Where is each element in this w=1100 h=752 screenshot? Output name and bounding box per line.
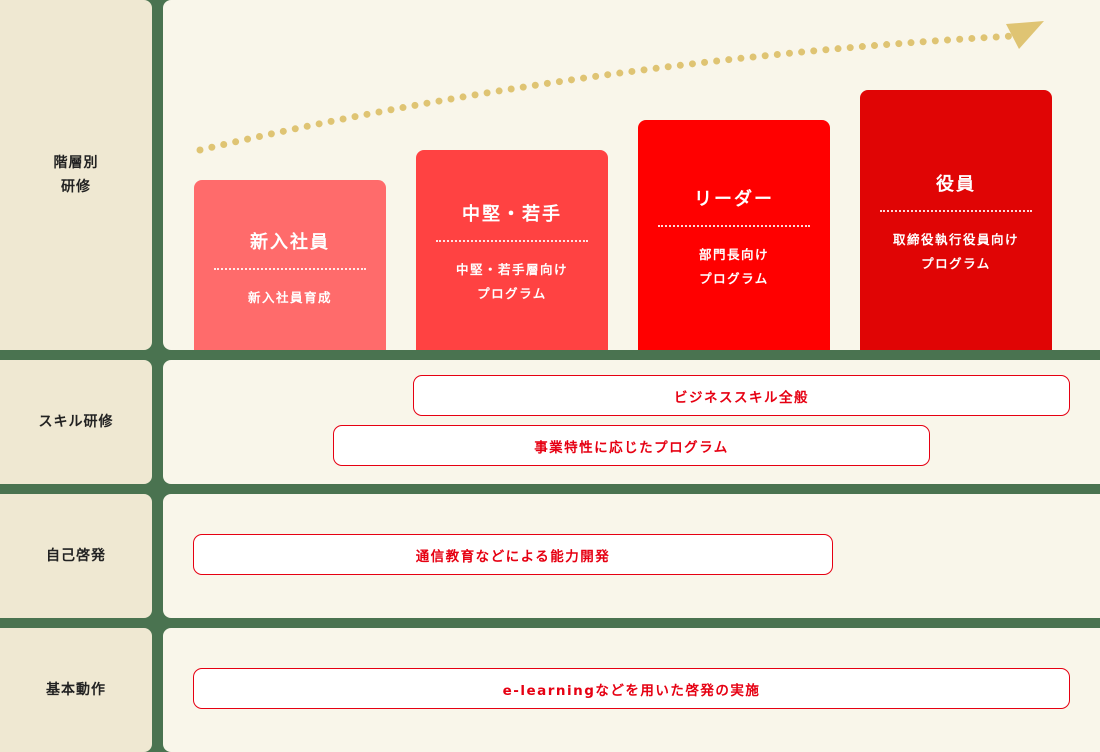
dotted-divider <box>658 225 810 227</box>
dotted-divider <box>436 240 588 242</box>
row-label-text: 自己啓発 <box>46 548 106 564</box>
growth-arrow-icon <box>196 21 1044 154</box>
level-desc: 取締役執行役員向け プログラム <box>892 232 1019 271</box>
dotted-divider <box>880 210 1032 212</box>
level-card-leader: リーダー 部門長向け プログラム <box>638 120 830 350</box>
row-label-self-development: 自己啓発 <box>0 494 152 618</box>
self-development-item: 通信教育などによる能力開発 <box>193 534 833 575</box>
level-title: 新入社員 <box>250 232 330 253</box>
dotted-divider <box>214 268 366 270</box>
level-desc: 新入社員育成 <box>247 290 332 305</box>
basic-item: e-learningなどを用いた啓発の実施 <box>193 668 1070 709</box>
level-title: リーダー <box>694 189 774 210</box>
hierarchy-panel: 新入社員 新入社員育成 中堅・若手 中堅・若手層向け プログラム リーダー 部門… <box>163 0 1100 350</box>
row-label-basic: 基本動作 <box>0 628 152 752</box>
level-desc: 中堅・若手層向け プログラム <box>455 262 568 301</box>
row-label-text: 階層別 研修 <box>53 155 99 195</box>
level-title: 中堅・若手 <box>462 204 562 225</box>
skill-item-label: ビジネススキル全般 <box>674 389 809 406</box>
level-title: 役員 <box>936 174 976 195</box>
self-development-label: 通信教育などによる能力開発 <box>415 548 611 565</box>
skill-item-label: 事業特性に応じたプログラム <box>534 439 729 456</box>
level-card-new-employee: 新入社員 新入社員育成 <box>194 180 386 350</box>
row-label-text: 基本動作 <box>46 682 106 698</box>
basic-item-label: e-learningなどを用いた啓発の実施 <box>502 682 761 699</box>
skill-item-business-specific: 事業特性に応じたプログラム <box>333 425 930 466</box>
row-label-text: スキル研修 <box>38 414 114 430</box>
level-card-mid-young: 中堅・若手 中堅・若手層向け プログラム <box>416 150 608 350</box>
skill-item-business: ビジネススキル全般 <box>413 375 1070 416</box>
row-label-hierarchical: 階層別 研修 <box>0 0 152 350</box>
level-desc: 部門長向け プログラム <box>698 247 769 286</box>
level-card-executive: 役員 取締役執行役員向け プログラム <box>860 90 1052 350</box>
row-label-skill: スキル研修 <box>0 360 152 484</box>
